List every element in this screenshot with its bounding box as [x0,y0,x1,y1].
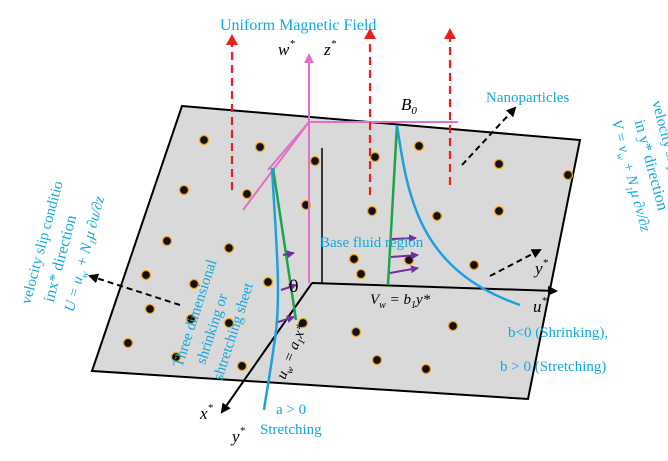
nanoparticle [348,253,360,265]
b0-label: B0 [401,95,417,117]
b-stretching: b > 0 (Stretching) [500,359,606,375]
frame-slant-lower [242,121,310,211]
b-shrinking: b<0 (Shrinking), [508,325,608,341]
vector-front-3 [277,315,295,323]
nanoparticle [144,303,156,315]
velocity-profile-blue-right [395,124,521,307]
nanoparticle [413,140,425,152]
z-axis-label: z* [323,38,337,59]
y-axis-label-bottom: y* [230,425,246,446]
nanoparticle [161,235,173,247]
title-text: Uniform Magnetic Field [220,17,376,34]
nanoparticle [431,210,443,222]
a-condition: a > 0 [276,402,306,418]
left-slip-condition: velocity slip conditio inx* direction U … [18,180,108,314]
nanoparticle [236,360,248,372]
x-axis-line [220,282,313,414]
pointer-nanoparticles [461,106,517,166]
vector-right-1 [391,234,417,243]
nanoparticle [468,259,480,271]
nanoparticle [188,278,200,290]
vector-front-2 [280,283,297,292]
nanoparticles-label: Nanoparticles [486,90,569,106]
nanoparticle [140,269,152,281]
nanoparticle [562,169,574,181]
origin-label: 0 [289,276,299,297]
nanoparticle [223,242,235,254]
nanoparticle [493,205,505,217]
base-fluid-label: Base fluid region [320,235,424,251]
nanoparticle [178,184,190,196]
nanoparticle [493,158,505,170]
nanoparticle [170,351,182,363]
w-axis-label: w* [278,38,295,59]
nanoparticle [309,155,321,167]
y-axis-label-right: y* [533,257,549,278]
nanoparticles-group [122,134,574,375]
nanoparticle [122,337,134,349]
nanoparticle [355,268,367,280]
nanoparticle [254,141,266,153]
nanoparticle [371,354,383,366]
vector-right-2 [390,251,419,260]
nanoparticle [366,205,378,217]
velocity-profile-green-right [386,124,399,286]
velocity-profile-green-front [271,167,298,321]
vw-equation: Vw = b1y* [370,292,431,311]
nanoparticle [369,151,381,163]
nanoparticle [350,326,362,338]
nanoparticle [185,313,197,325]
stretching-label: Stretching [260,422,322,438]
vector-right-3 [389,265,419,274]
right-slip-condition: velocity slip conditio in y* direction V… [608,99,668,234]
nanoparticle [223,317,235,329]
nanoparticle [198,134,210,146]
sheet-plate [90,104,582,401]
u-axis-line [311,282,558,296]
nanoparticle [262,276,274,288]
u-axis-label: u* [533,295,548,316]
nanoparticle [297,317,309,329]
x-axis-label: x* [199,402,214,423]
nanoparticle [420,363,432,375]
nanoparticle [447,320,459,332]
nanoparticle [241,188,253,200]
vector-front-1 [282,250,295,259]
velocity-profile-blue-front [262,167,280,411]
pointer-left-slip [88,273,181,306]
